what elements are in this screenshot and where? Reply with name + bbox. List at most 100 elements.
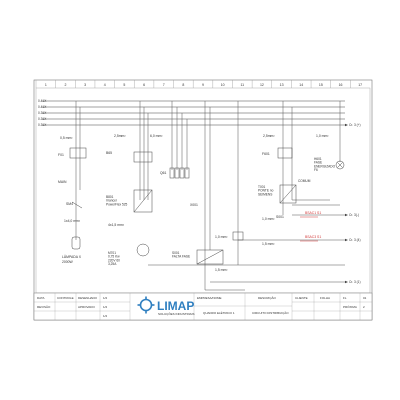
tb-empresa: EMPRESA/NOME bbox=[197, 296, 222, 300]
tb-circuito: CIRCUITO DISTRIBUIÇÃO bbox=[252, 310, 289, 315]
bus-0-31x-3: 0.31X bbox=[38, 123, 47, 127]
label-l16: X001 bbox=[190, 203, 198, 207]
column-number: 2 bbox=[64, 83, 66, 87]
column-number: 6 bbox=[143, 83, 145, 87]
bus-rails: 0.41X 0.41X 0.31X 0.31X 0.31X bbox=[38, 99, 345, 127]
feeder-lines bbox=[75, 101, 341, 290]
breaker-f601 bbox=[277, 147, 293, 159]
terminal-arrow-icon bbox=[345, 238, 348, 242]
label-l27: 1,5 mm² bbox=[215, 268, 228, 272]
lamp-x bbox=[71, 236, 81, 250]
label-l22: 1,0 mm² bbox=[316, 134, 329, 138]
tb-num: 01 bbox=[363, 296, 367, 300]
tb-aprovado: APROVADO bbox=[78, 305, 95, 309]
components bbox=[69, 147, 345, 265]
motor-m701 bbox=[136, 243, 150, 257]
label-l24: 1,0 mm² bbox=[262, 217, 275, 221]
column-number: 16 bbox=[339, 83, 343, 87]
terminal-r4: Cr. 3 (1) bbox=[349, 280, 361, 284]
breaker-f01 bbox=[69, 147, 87, 159]
bus-0-31x-2: 0.31X bbox=[38, 117, 47, 121]
fuse-q61-1 bbox=[169, 167, 175, 179]
label-l2: F01 bbox=[58, 153, 64, 157]
tb-revisado: REVISÃO bbox=[37, 304, 51, 309]
fuse-q61-3 bbox=[179, 167, 185, 179]
relay-s001 bbox=[196, 249, 224, 265]
terminal-r3: Cr. 3 (4) bbox=[349, 238, 361, 242]
label-l26: 1,0 mm² bbox=[215, 235, 228, 239]
label-l3: MAIN bbox=[58, 180, 67, 184]
breaker-b65 bbox=[133, 151, 153, 163]
tb-val1: 1/2 bbox=[103, 296, 108, 300]
transformer-diagonal bbox=[279, 184, 297, 204]
limap-logo: LIMAP SOLUÇÕES INDUSTRIAIS bbox=[137, 296, 195, 316]
label-l13: Q61 bbox=[160, 171, 167, 175]
column-number: 15 bbox=[319, 83, 323, 87]
inverter-b801 bbox=[133, 189, 153, 213]
branch-lines bbox=[148, 199, 345, 291]
label-l14: 4x1,5 mm² bbox=[108, 223, 125, 227]
tb-fl: FL bbox=[343, 296, 347, 300]
bus-0-31x: 0.31X bbox=[38, 111, 47, 115]
wire-labels: 0,5 mm² F01 MAIN SM4 1x4,0 mm² LÂMPADA X… bbox=[58, 134, 336, 272]
pilot-lamp-h601 bbox=[335, 160, 345, 170]
column-number: 17 bbox=[358, 83, 362, 87]
label-l30: BSAC3 S1 bbox=[305, 235, 321, 239]
label-l8: 2000W bbox=[62, 260, 74, 264]
logo-tagline: SOLUÇÕES INDUSTRIAIS bbox=[158, 311, 195, 316]
fuse-q61-4 bbox=[184, 167, 190, 179]
column-number: 11 bbox=[240, 83, 244, 87]
label-l7: LÂMPADA X bbox=[62, 255, 82, 259]
label-l9: 2,5mm² bbox=[114, 134, 126, 138]
column-number: 5 bbox=[123, 83, 125, 87]
column-number: 13 bbox=[280, 83, 284, 87]
column-number: 7 bbox=[163, 83, 165, 87]
fuse-q61-2 bbox=[174, 167, 180, 179]
transformer-t001 bbox=[279, 184, 297, 204]
label-l29: BSAC1 S1 bbox=[305, 211, 321, 215]
tb-data: DATA bbox=[37, 296, 45, 300]
tb-cliente: CLIENTE bbox=[295, 296, 308, 300]
tb-val2: 1/2 bbox=[103, 305, 108, 309]
label-l20: F601 bbox=[262, 152, 270, 156]
contact-s001 bbox=[232, 231, 244, 241]
title-block: DATA CONTROLE DESENHADO 1/2 REVISÃO APRO… bbox=[33, 292, 373, 321]
tb-val3: 1/2 bbox=[103, 314, 108, 318]
inverter-diagonal bbox=[133, 189, 153, 213]
bus-0-41x: 0.41X bbox=[38, 99, 47, 103]
bus-0-41x-2: 0.41X bbox=[38, 105, 47, 109]
column-number: 14 bbox=[299, 83, 303, 87]
column-number: 12 bbox=[260, 83, 264, 87]
terminal-r1: Cr. 3 (+) bbox=[349, 123, 361, 127]
label-l5: SM4 bbox=[66, 202, 73, 206]
label-l19: 2,5mm² bbox=[263, 134, 275, 138]
label-l6: 1x4,0 mm² bbox=[64, 219, 81, 223]
label-l21: COMUM bbox=[298, 179, 311, 183]
column-number: 8 bbox=[182, 83, 184, 87]
relay-diagonal bbox=[196, 249, 224, 265]
column-number: 9 bbox=[202, 83, 204, 87]
label-l12: 6,0 mm² bbox=[150, 134, 163, 138]
tb-2: 2 bbox=[363, 305, 365, 309]
tb-quadro: QUADRO ELÉTRICO 1 bbox=[203, 310, 235, 315]
label-l18: S001 bbox=[276, 215, 284, 219]
column-number: 1 bbox=[45, 83, 47, 87]
terminal-arrow-icon bbox=[345, 280, 348, 284]
label-l28: 1,5 mm² bbox=[262, 242, 275, 246]
right-terminals: Cr. 3 (+)Cr. 3(-)Cr. 3 (4)Cr. 3 (1) bbox=[345, 123, 361, 284]
logo-name: LIMAP bbox=[157, 299, 194, 313]
switch-sm4 bbox=[71, 201, 83, 209]
tb-controle: CONTROLE bbox=[57, 296, 74, 300]
terminal-arrow-icon bbox=[345, 123, 348, 127]
terminal-arrow-icon bbox=[345, 213, 348, 217]
label-l1: 0,5 mm² bbox=[60, 136, 73, 140]
tb-descricao: DESCRIÇÃO bbox=[258, 295, 277, 300]
tb-folha: FOLHA bbox=[320, 296, 330, 300]
